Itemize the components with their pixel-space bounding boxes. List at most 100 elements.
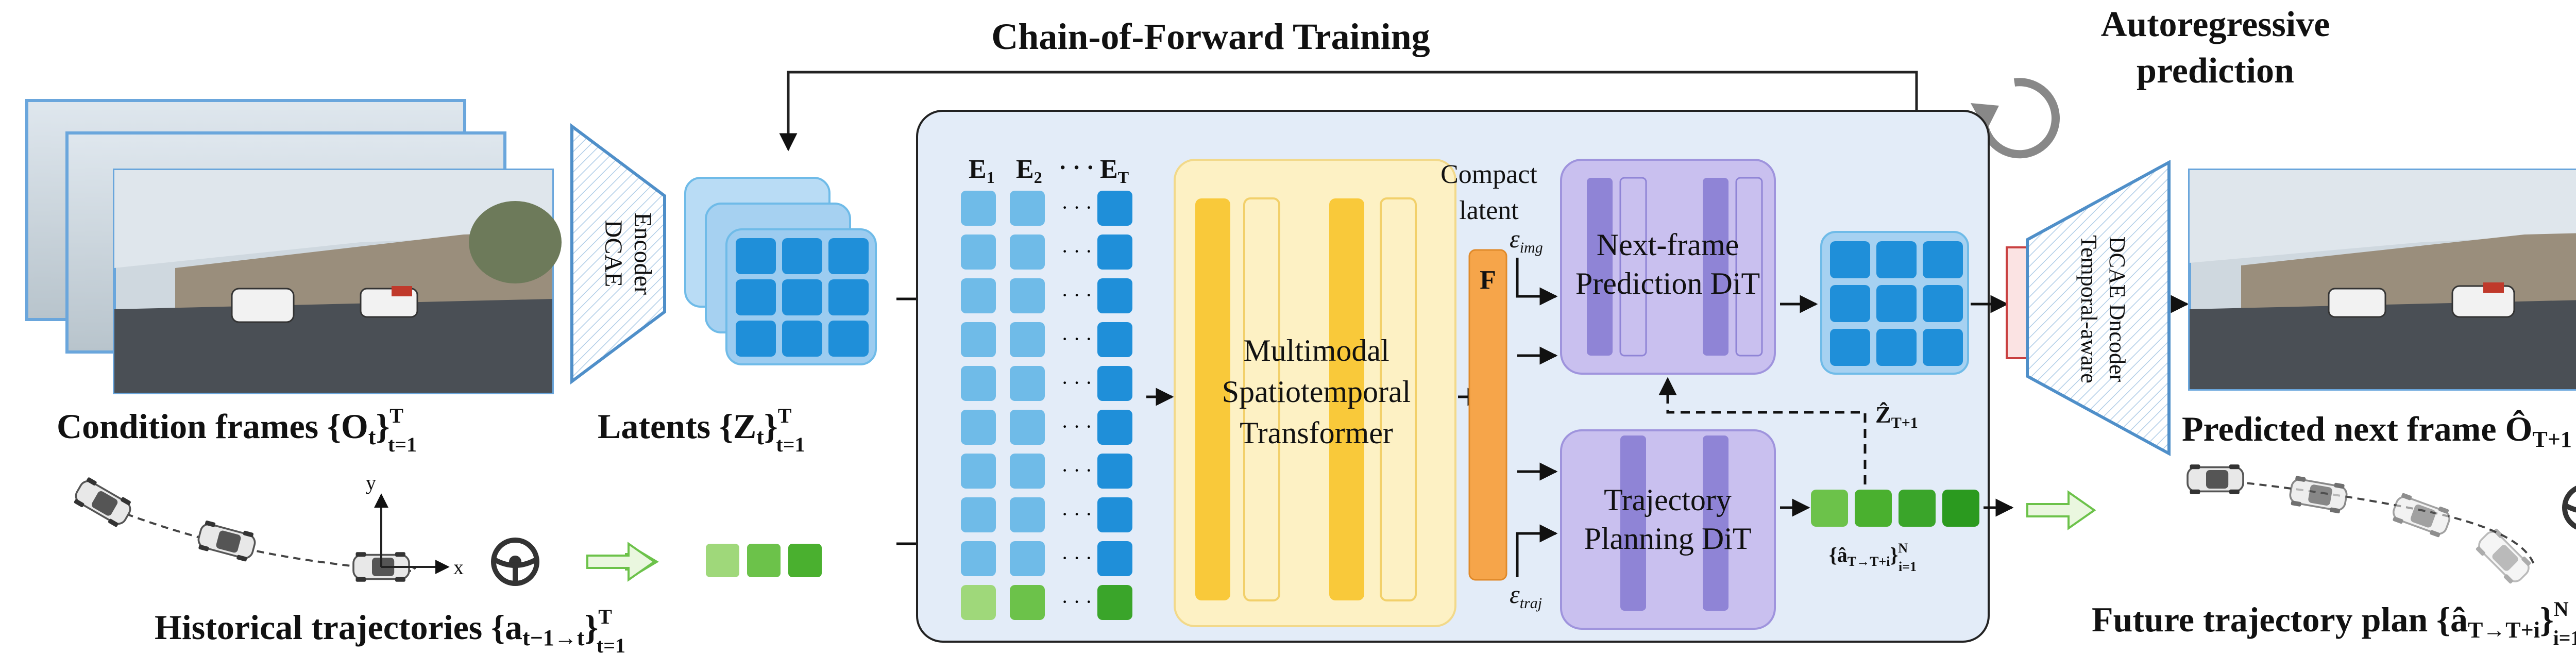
token-dots: · · · xyxy=(1061,196,1092,219)
latent-cell xyxy=(736,321,776,357)
image-token xyxy=(1097,366,1132,401)
token-dots: · · · xyxy=(1061,502,1092,526)
token-dots: · · · xyxy=(1061,240,1092,263)
token-headers: E1 E2 · · · ET xyxy=(969,154,1129,187)
image-token xyxy=(1010,322,1045,357)
eps-traj-arrow xyxy=(1516,524,1558,577)
predicted-latent-cell xyxy=(1876,285,1917,322)
latent-cell xyxy=(782,279,822,315)
token-dots: · · · xyxy=(1061,590,1092,613)
autoregressive-arrow-icon xyxy=(1971,78,2060,159)
trajectory-planning-dit: Trajectory Planning DiT xyxy=(1560,429,1776,630)
trajectory-dit-line1: Trajectory xyxy=(1604,483,1732,517)
historical-trajectory-drawing: y x xyxy=(71,471,537,583)
autoregressive-label-line1: Autoregressive xyxy=(2101,5,2330,44)
image-token xyxy=(1097,497,1132,532)
predicted-latent-cell xyxy=(1830,329,1870,366)
trajectory-token xyxy=(961,585,996,620)
token-dots: · · · xyxy=(1061,283,1092,307)
condition-frame-front xyxy=(113,169,562,394)
predicted-latent-cell xyxy=(1830,241,1870,278)
hollow-arrow-icon xyxy=(586,542,656,582)
image-token xyxy=(961,497,996,532)
image-token xyxy=(961,366,996,401)
trajectory-token xyxy=(1010,585,1045,620)
predicted-frame xyxy=(2188,169,2576,391)
image-token xyxy=(1010,278,1045,313)
steering-wheel-icon xyxy=(494,540,537,583)
svg-text:Condition frames {Ot}Tt=1: Condition frames {Ot}Tt=1 xyxy=(57,404,417,456)
encoder-label-line1: DCAE xyxy=(600,220,627,288)
image-token xyxy=(1097,322,1132,357)
future-trajectory-drawing xyxy=(2187,463,2576,588)
next-frame-dit: Next-frame Prediction DiT xyxy=(1560,159,1776,375)
eps-img-arrow xyxy=(1516,258,1558,306)
svg-text:E1: E1 xyxy=(969,155,995,187)
compact-label-line2: latent xyxy=(1459,196,1519,225)
image-token xyxy=(1010,191,1045,226)
predicted-latent-cell xyxy=(1876,329,1917,366)
predicted-latent xyxy=(1820,231,1969,375)
predicted-latent-cell xyxy=(1830,285,1870,322)
car-icon xyxy=(2287,474,2349,515)
image-token xyxy=(961,541,996,576)
image-token xyxy=(961,278,996,313)
image-token xyxy=(1010,366,1045,401)
predicted-latent-cell xyxy=(1923,241,1963,278)
image-token xyxy=(1010,454,1045,489)
dcae-encoder: DCAE Encoder xyxy=(570,123,666,384)
svg-text:· · ·: · · · xyxy=(1059,154,1094,180)
image-token xyxy=(961,191,996,226)
car-icon xyxy=(2187,463,2244,495)
latent-cell xyxy=(782,321,822,357)
token-columns: · · · · · · · · · · · · · · · · · · · · · · · ·… xyxy=(961,191,1132,620)
image-token xyxy=(1010,541,1045,576)
hollow-arrow-icon xyxy=(2026,490,2096,530)
image-token xyxy=(1097,191,1132,226)
latent-cell xyxy=(782,238,822,274)
image-token xyxy=(961,322,996,357)
latent-cell xyxy=(736,279,776,315)
image-token xyxy=(961,410,996,445)
svg-text:Historical trajectories {at−1→: Historical trajectories {at−1→t}Tt=1 xyxy=(155,605,625,657)
image-token xyxy=(1010,410,1045,445)
image-token xyxy=(1010,497,1045,532)
next-frame-dit-line2: Prediction DiT xyxy=(1575,266,1760,300)
next-frame-dit-line1: Next-frame xyxy=(1597,228,1739,262)
token-dots: · · · xyxy=(1061,371,1092,394)
image-token xyxy=(1097,278,1132,313)
transformer-label-line2: Spatiotemporal xyxy=(1222,375,1411,409)
image-token xyxy=(961,454,996,489)
steering-wheel-icon xyxy=(2565,486,2576,529)
predicted-latent-cell xyxy=(1923,329,1963,366)
token-dots: · · · xyxy=(1061,459,1092,482)
eps-img-label: εimg xyxy=(1510,224,1543,256)
spatiotemporal-transformer: Multimodal Spatiotemporal Transformer xyxy=(1174,159,1456,627)
diagram-title: Chain-of-Forward Training xyxy=(991,16,1430,57)
car-icon xyxy=(195,518,259,564)
predicted-traj-tokens xyxy=(1811,490,1979,527)
image-token xyxy=(1097,541,1132,576)
image-token xyxy=(1097,454,1132,489)
token-dots: · · · xyxy=(1061,415,1092,438)
compact-label-line1: Compact xyxy=(1440,160,1537,189)
x-axis-label: x xyxy=(453,556,464,579)
svg-text:Latents {Zt}Tt=1: Latents {Zt}Tt=1 xyxy=(598,404,805,456)
decoder-label-line1: Temporal-aware xyxy=(2076,235,2102,383)
svg-text:ET: ET xyxy=(1100,155,1129,187)
latent-cell xyxy=(828,321,869,357)
svg-text:Predicted next frame ÔT+1: Predicted next frame ÔT+1 xyxy=(2182,409,2572,452)
car-icon xyxy=(71,475,135,530)
trajectory-dit-line2: Planning DiT xyxy=(1584,522,1752,556)
predicted-latent-cell xyxy=(1876,241,1917,278)
car-icon xyxy=(2389,491,2454,540)
image-token xyxy=(961,234,996,270)
latent-cell xyxy=(736,238,776,274)
token-dots: · · · xyxy=(1061,327,1092,350)
encoder-label-line2: Encoder xyxy=(629,212,656,295)
compact-latent-bar: F xyxy=(1468,249,1507,581)
token-dots: · · · xyxy=(1061,546,1092,569)
